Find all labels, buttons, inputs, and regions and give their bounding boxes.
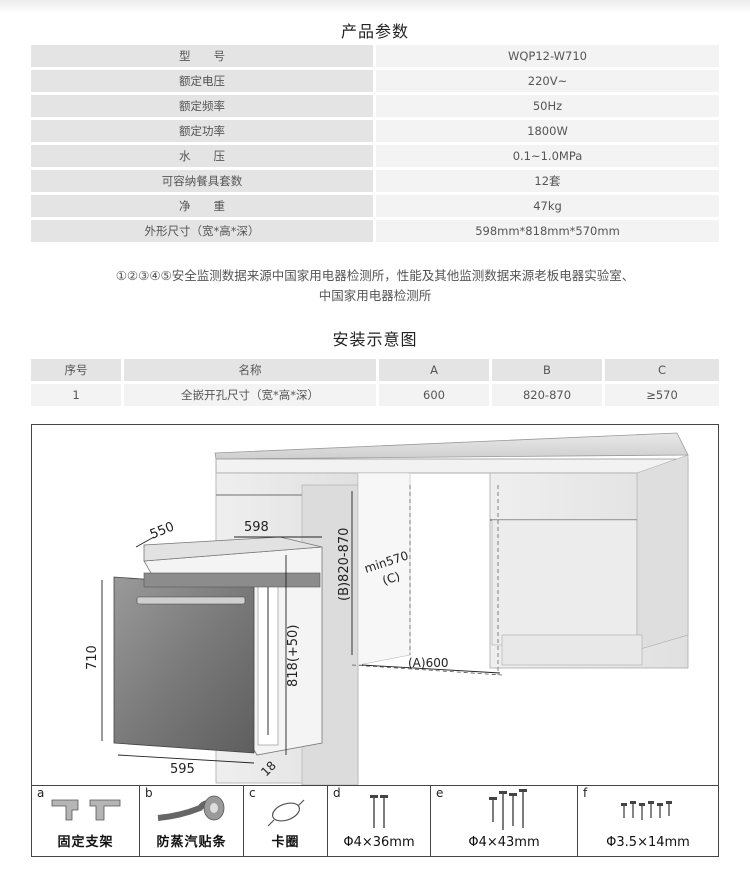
dim-width-top: 598 (244, 520, 269, 535)
door-handle (136, 596, 246, 605)
param-key: 水 压 (31, 145, 373, 167)
screw-icon (370, 795, 388, 828)
param-key: 可容纳餐具套数 (31, 170, 373, 192)
part-d: d Φ4×36mm (328, 786, 431, 856)
params-title: 产品参数 (340, 22, 409, 41)
param-row: 外形尺寸（宽*高*深）598mm*818mm*570mm (31, 220, 719, 242)
data-cell: ≥570 (605, 384, 719, 406)
part-label: 固定支架 (57, 835, 114, 850)
param-value: 1800W (376, 120, 719, 142)
param-key: 净 重 (31, 195, 373, 217)
param-value: 12套 (376, 170, 719, 192)
part-e: e Φ4×43mm (431, 786, 578, 856)
header-cell: 序号 (31, 359, 121, 381)
param-key: 额定电压 (31, 70, 373, 92)
param-value: 47kg (376, 195, 719, 217)
header-cell: 名称 (124, 359, 376, 381)
param-key: 外形尺寸（宽*高*深） (31, 220, 373, 242)
tape-roll-icon (157, 795, 225, 821)
data-cell: 全嵌开孔尺寸（宽*高*深） (124, 384, 376, 406)
data-cell: 1 (31, 384, 121, 406)
install-header-row: 序号 名称 A B C (31, 359, 719, 381)
param-key: 额定频率 (31, 95, 373, 117)
part-f: f Φ3.5×14mm (578, 786, 718, 856)
param-value: 0.1~1.0MPa (376, 145, 719, 167)
install-title: 安装示意图 (332, 330, 418, 349)
part-letter: d (333, 786, 341, 800)
part-letter: c (249, 786, 256, 800)
installation-drawing: 550 598 (B)820-870 min570 (C) (A)600 710… (85, 432, 689, 786)
dim-depth: 550 (148, 520, 177, 543)
dim-width-a: (A)600 (408, 656, 448, 670)
part-letter: e (436, 786, 444, 800)
bracket-icon (51, 799, 121, 821)
dim-height-818: 818(+50) (286, 625, 301, 687)
dim-height-b: (B)820-870 (337, 528, 352, 601)
header-cell: A (379, 359, 489, 381)
accessories-row: a 固定支架 b 防蒸汽贴条 c 卡圈 d Φ4×36mm e (31, 786, 719, 857)
installation-diagram: 550 598 (B)820-870 min570 (C) (A)600 710… (31, 424, 719, 786)
dim-min-depth-c: (C) (381, 569, 402, 588)
param-value: 50Hz (376, 95, 719, 117)
countertop (214, 432, 689, 460)
clip-ring-icon (267, 799, 305, 827)
param-value: 220V~ (376, 70, 719, 92)
param-key: 型 号 (31, 45, 373, 67)
part-label: Φ4×36mm (343, 835, 415, 850)
part-a: a 固定支架 (32, 786, 140, 856)
part-letter: f (583, 786, 588, 800)
part-label: 防蒸汽贴条 (156, 835, 227, 850)
param-value: 598mm*818mm*570mm (376, 220, 719, 242)
data-source-note: ①②③④⑤安全监测数据来源中国家用电器检测所，性能及其他监测数据来源老板电器实验… (40, 266, 710, 306)
small-screw-icon (621, 801, 672, 820)
install-table: 序号 名称 A B C 1 全嵌开孔尺寸（宽*高*深） 600 820-870 … (31, 359, 719, 409)
dim-width-bottom: 595 (170, 762, 195, 777)
data-cell: 600 (379, 384, 489, 406)
note-line-2: 中国家用电器检测所 (318, 288, 432, 303)
part-b: b 防蒸汽贴条 (140, 786, 244, 856)
data-cell: 820-870 (492, 384, 602, 406)
part-letter: b (145, 786, 153, 800)
param-key: 额定功率 (31, 120, 373, 142)
header-cell: C (605, 359, 719, 381)
header-cell: B (492, 359, 602, 381)
part-label: Φ4×43mm (468, 835, 540, 850)
install-data-row: 1 全嵌开孔尺寸（宽*高*深） 600 820-870 ≥570 (31, 384, 719, 406)
part-label: Φ3.5×14mm (606, 835, 690, 850)
part-c: c 卡圈 (244, 786, 328, 856)
countertop-edge (215, 458, 689, 474)
note-line-1: ①②③④⑤安全监测数据来源中国家用电器检测所，性能及其他监测数据来源老板电器实验… (115, 268, 635, 283)
part-label: 卡圈 (271, 835, 300, 850)
top-fade (0, 0, 750, 14)
dim-height-710: 710 (85, 645, 100, 670)
screw-icon (489, 789, 527, 830)
part-letter: a (37, 786, 45, 800)
param-value: WQP12-W710 (376, 45, 719, 67)
